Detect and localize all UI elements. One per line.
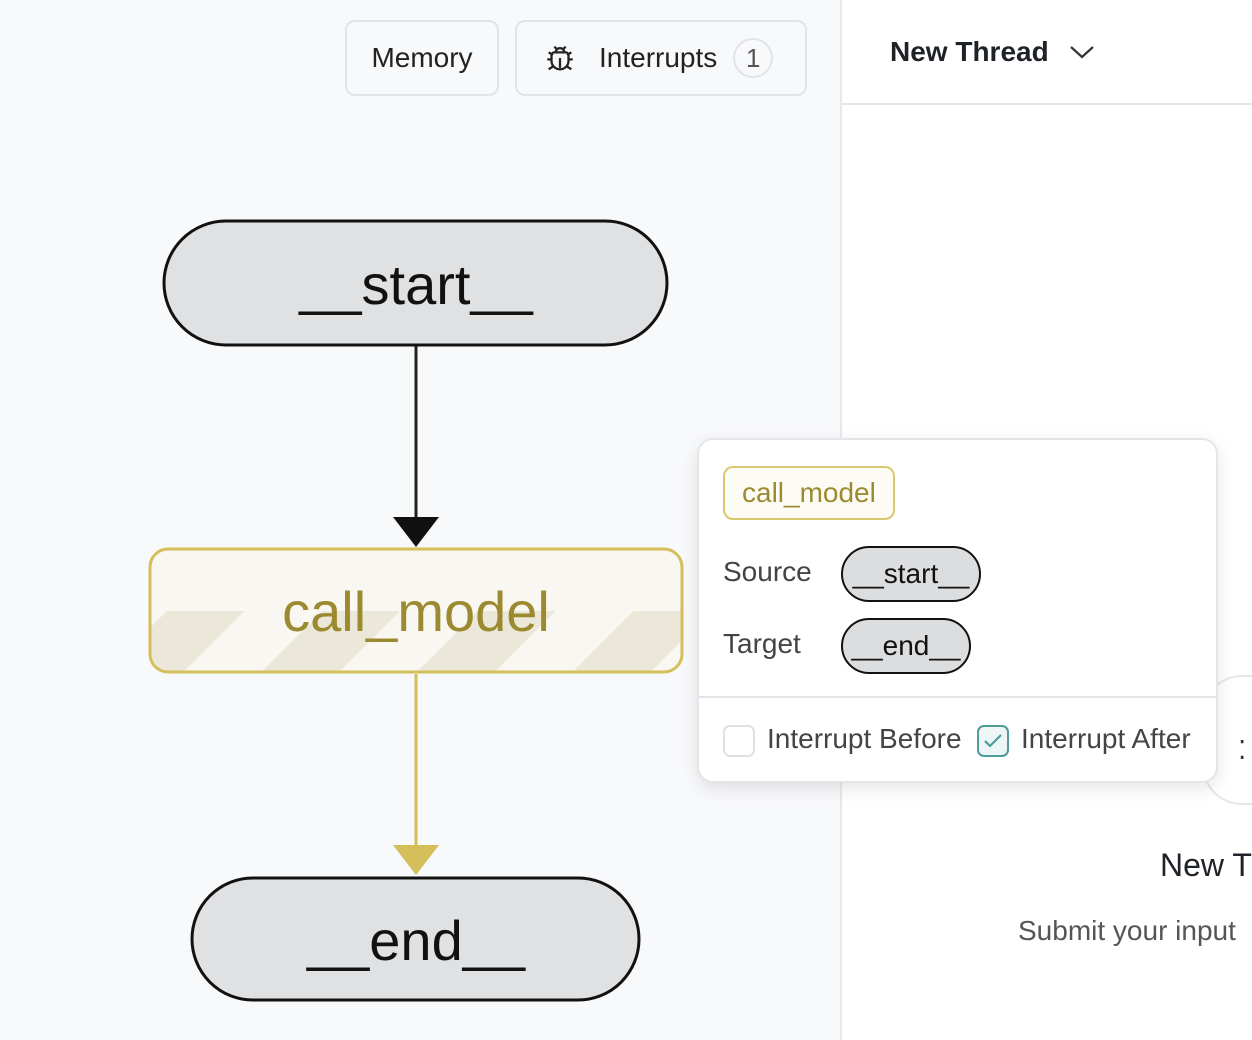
divider (699, 696, 1216, 698)
node-call-model[interactable]: call_model (148, 547, 684, 674)
partial-icon: ⁚ (1238, 735, 1247, 765)
interrupt-before-label: Interrupt Before (767, 723, 962, 754)
thread-selector[interactable]: New Thread (842, 0, 1252, 105)
target-label: Target (723, 628, 801, 659)
chevron-down-icon (1069, 45, 1094, 58)
node-end[interactable]: __end__ (190, 876, 641, 1002)
interrupts-count-badge: 1 (733, 38, 774, 78)
node-label: __start__ (298, 253, 533, 316)
interrupt-after-label: Interrupt After (1021, 723, 1191, 754)
target-node-pill[interactable]: __end__ (841, 618, 971, 674)
node-name-badge: call_model (723, 466, 895, 520)
edge-arrow-icon (393, 845, 439, 875)
source-label: Source (723, 556, 812, 587)
thread-title: New Thread (890, 35, 1049, 67)
check-icon (984, 734, 1002, 748)
graph-canvas: __start__ call_model __end__ (148, 219, 684, 1002)
interrupts-label: Interrupts (599, 42, 718, 73)
interrupt-before-checkbox[interactable] (723, 725, 755, 757)
memory-label: Memory (371, 42, 473, 73)
interrupts-button[interactable]: Interrupts 1 (515, 20, 807, 96)
empty-state-title: New T (1160, 847, 1252, 883)
memory-button[interactable]: Memory (345, 20, 499, 96)
edge-arrow-icon (393, 517, 439, 547)
bug-icon (547, 45, 573, 71)
interrupt-after-checkbox[interactable] (977, 725, 1009, 757)
source-node-pill[interactable]: __start__ (841, 546, 981, 602)
node-label: __end__ (306, 909, 526, 972)
node-details-popup: call_model Source __start__ Target __end… (697, 438, 1218, 783)
empty-state-subtitle: Submit your input (1018, 915, 1236, 946)
node-label: call_model (282, 580, 550, 643)
node-start[interactable]: __start__ (162, 219, 669, 347)
